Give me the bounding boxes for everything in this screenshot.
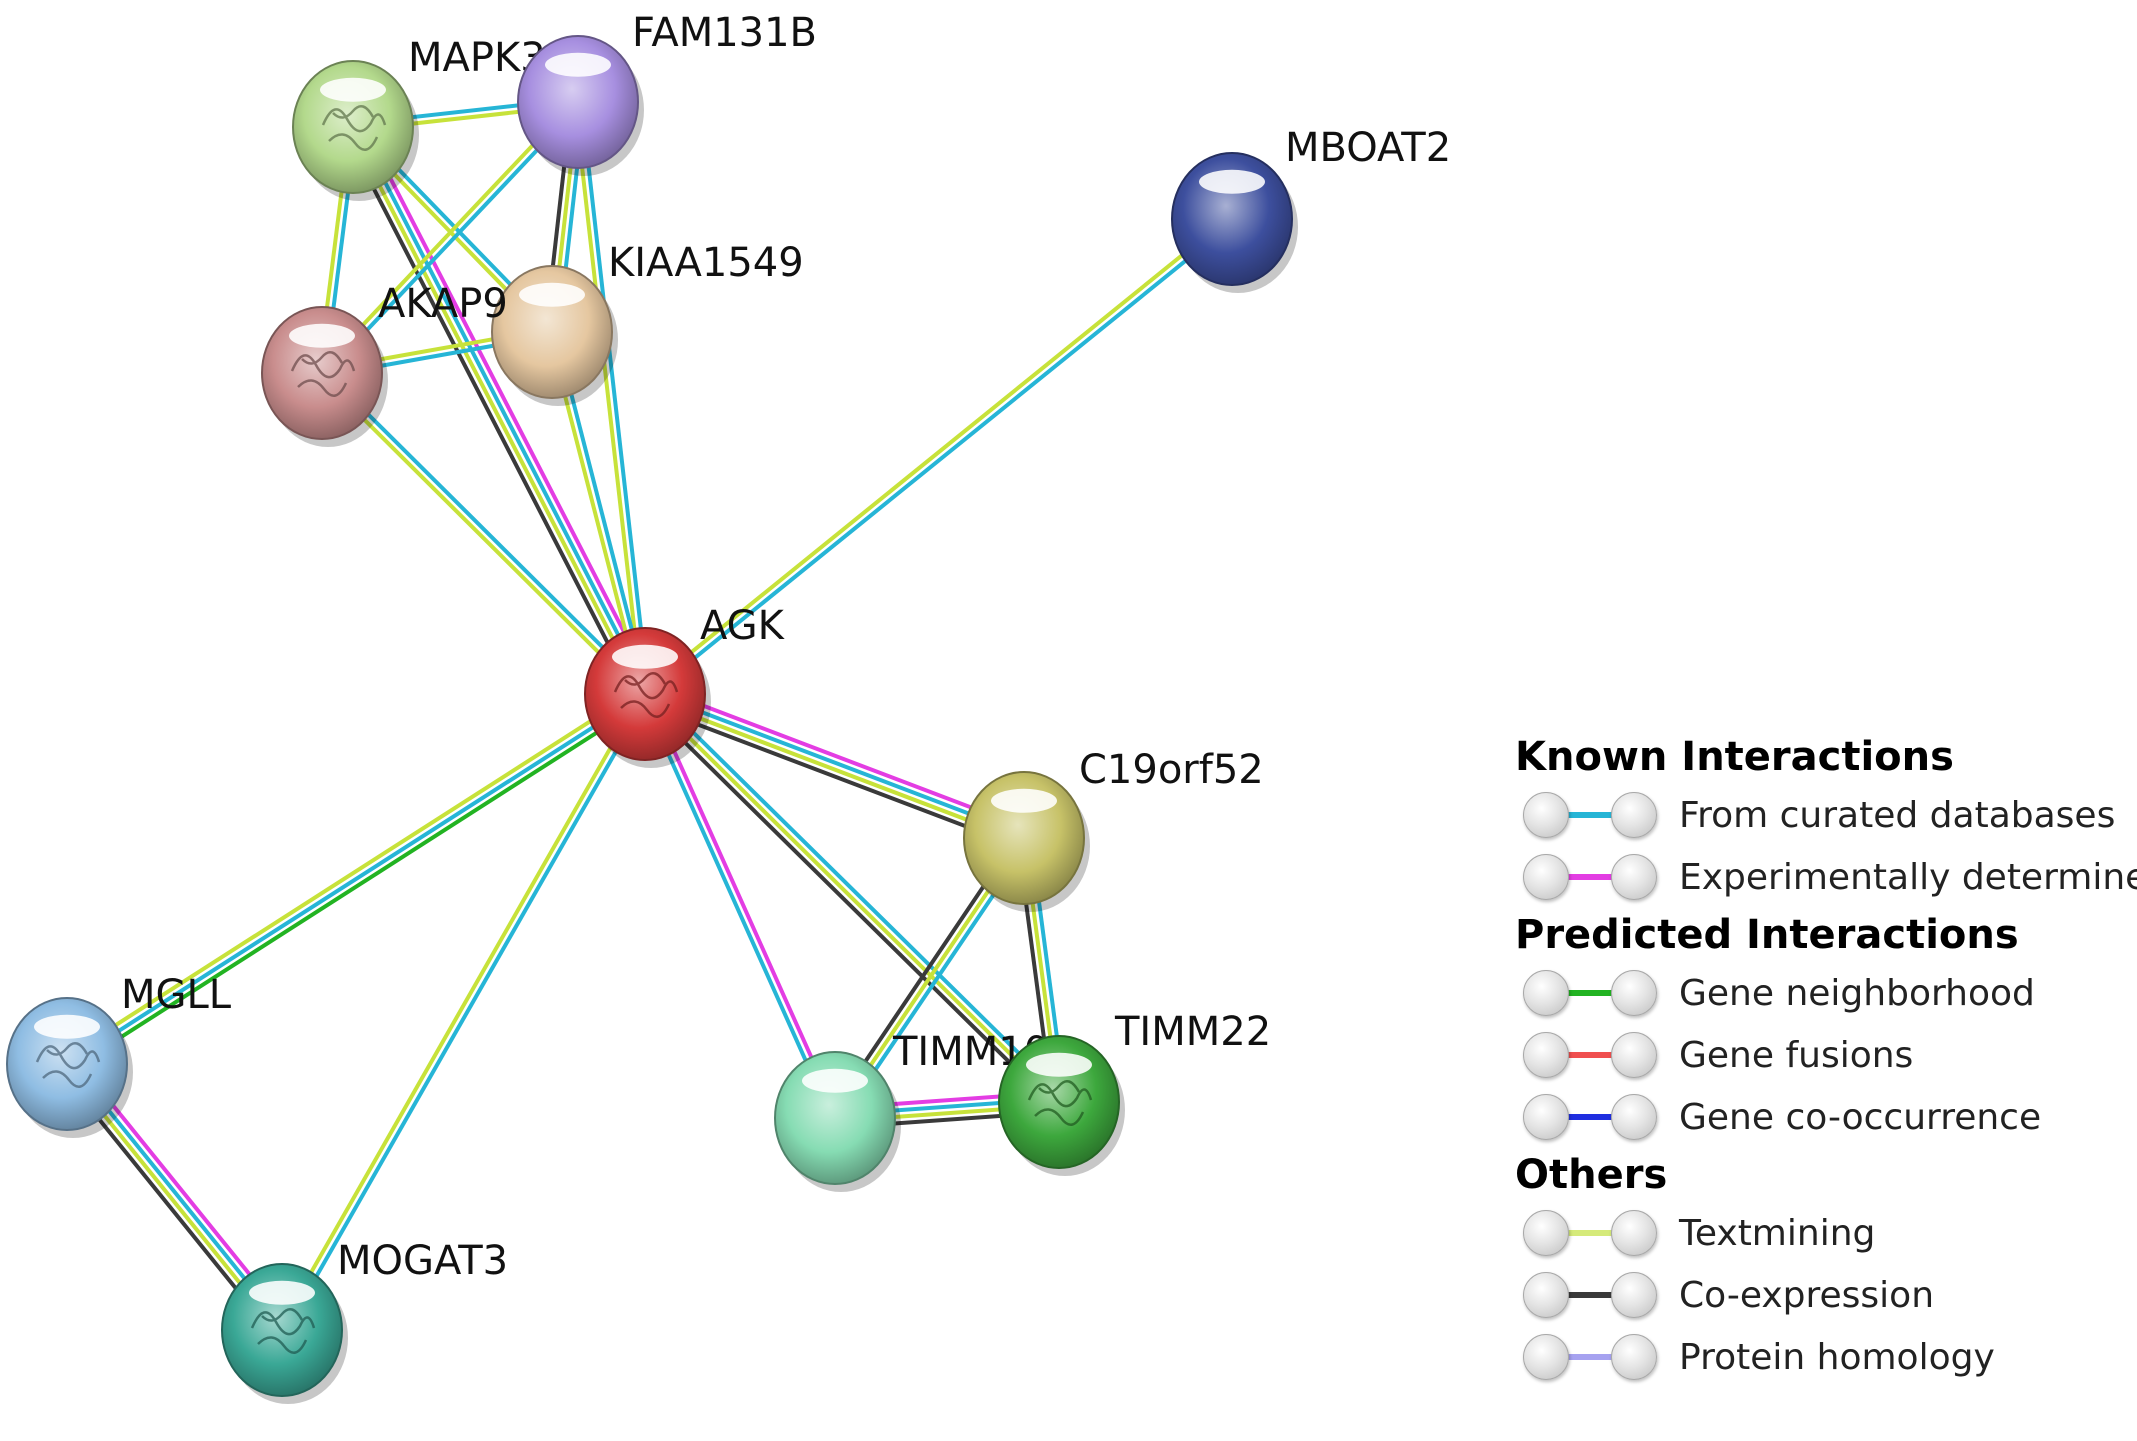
protein-structure-icon bbox=[321, 104, 387, 151]
node-highlight bbox=[545, 52, 611, 77]
protein-structure-icon bbox=[290, 350, 356, 397]
node-akap9[interactable]: AKAP9 bbox=[261, 281, 508, 447]
node-label: AKAP9 bbox=[378, 281, 508, 327]
edge-akap9-agk bbox=[318, 369, 649, 698]
node-label: C19orf52 bbox=[1079, 747, 1264, 793]
node-highlight bbox=[289, 323, 355, 348]
legend-label: Experimentally determined bbox=[1679, 856, 2137, 898]
node-fam131b[interactable]: FAM131B bbox=[517, 10, 817, 176]
node-mapk3[interactable]: MAPK3 bbox=[292, 35, 546, 201]
node-label: FAM131B bbox=[632, 10, 817, 56]
legend-label: Co-expression bbox=[1679, 1274, 1935, 1316]
edge-mboat2-agk bbox=[641, 214, 1236, 699]
node-label: MGLL bbox=[121, 972, 232, 1018]
edge-strand-textmining bbox=[643, 695, 1024, 843]
legend-item-fusions: Gene fusions bbox=[1515, 1024, 2135, 1086]
node-label: MOGAT3 bbox=[337, 1238, 508, 1284]
legend-swatch bbox=[1523, 852, 1657, 902]
edge-strand-textmining bbox=[318, 373, 645, 698]
edge-agk-timm10b bbox=[640, 691, 840, 1121]
edge-fam131b-agk bbox=[572, 101, 651, 695]
edge-strand-textmining bbox=[641, 214, 1232, 694]
node-highlight bbox=[612, 644, 678, 669]
node-highlight bbox=[320, 77, 386, 102]
protein-structure-icon bbox=[1027, 1079, 1093, 1126]
node-label: AGK bbox=[700, 603, 786, 649]
node-label: KIAA1549 bbox=[608, 240, 804, 286]
legend-label: Protein homology bbox=[1679, 1336, 1995, 1378]
edge-strand-textmining bbox=[62, 686, 643, 1061]
protein-structure-icon bbox=[613, 671, 679, 718]
legend-label: Gene fusions bbox=[1679, 1034, 1914, 1076]
node-highlight bbox=[991, 788, 1057, 813]
edge-agk-timm22 bbox=[639, 687, 1065, 1109]
edge-strand-neighborhood bbox=[69, 697, 650, 1072]
node-mgll[interactable]: MGLL bbox=[6, 972, 232, 1138]
edge-strand-curated bbox=[645, 219, 1236, 699]
edge-agk-mogat3 bbox=[277, 691, 650, 1333]
edge-strand-curated bbox=[283, 694, 650, 1333]
edge-strand-curated bbox=[322, 369, 649, 694]
edge-strand-coexpression bbox=[639, 697, 1056, 1109]
edge-strand-curated bbox=[65, 692, 647, 1066]
node-timm22[interactable]: TIMM22 bbox=[998, 1009, 1271, 1176]
edge-strand-curated bbox=[579, 101, 651, 694]
legend-heading-predicted: Predicted Interactions bbox=[1515, 912, 2019, 958]
node-highlight bbox=[802, 1068, 868, 1093]
legend-label: Gene neighborhood bbox=[1679, 972, 2035, 1014]
node-agk[interactable]: AGK bbox=[584, 603, 786, 768]
legend-swatch bbox=[1523, 1092, 1657, 1142]
legend-swatch bbox=[1523, 1332, 1657, 1382]
node-highlight bbox=[1026, 1052, 1092, 1077]
node-label: TIMM22 bbox=[1114, 1009, 1271, 1055]
legend-swatch bbox=[1523, 1208, 1657, 1258]
edge-agk-mgll bbox=[62, 686, 650, 1072]
node-label: MBOAT2 bbox=[1285, 125, 1451, 171]
node-highlight bbox=[519, 282, 585, 307]
edge-mapk3-agk bbox=[342, 121, 656, 700]
protein-structure-icon bbox=[35, 1041, 101, 1088]
edge-strand-curated bbox=[648, 687, 1065, 1099]
node-highlight bbox=[34, 1014, 100, 1039]
edge-strand-textmining bbox=[643, 692, 1061, 1104]
legend-label: Textmining bbox=[1679, 1212, 1876, 1254]
edge-strand-curated bbox=[640, 694, 834, 1121]
edge-strand-textmining bbox=[572, 102, 644, 695]
edge-strand-textmining bbox=[277, 691, 644, 1330]
edge-strand-textmining bbox=[348, 127, 644, 697]
legend-heading-known: Known Interactions bbox=[1515, 734, 1954, 780]
edge-strand-coexpression bbox=[342, 130, 639, 700]
edge-strand-experimental bbox=[646, 691, 840, 1118]
edge-strand-experimental bbox=[359, 121, 656, 691]
legend-item-neighborhood: Gene neighborhood bbox=[1515, 962, 2135, 1024]
legend-label: Gene co-occurrence bbox=[1679, 1096, 2042, 1138]
legend-swatch bbox=[1523, 1270, 1657, 1320]
node-c19orf52[interactable]: C19orf52 bbox=[963, 747, 1264, 912]
node-kiaa1549[interactable]: KIAA1549 bbox=[491, 240, 804, 406]
edge-agk-c19orf52 bbox=[640, 683, 1029, 849]
edge-strand-experimental bbox=[647, 683, 1029, 831]
legend-item-coexpression: Co-expression bbox=[1515, 1264, 2135, 1326]
legend-label: From curated databases bbox=[1679, 794, 2116, 836]
protein-structure-icon bbox=[250, 1307, 316, 1354]
legend-item-experimental: Experimentally determined bbox=[1515, 846, 2137, 908]
edge-strand-curated bbox=[645, 689, 1026, 837]
legend-swatch bbox=[1523, 968, 1657, 1018]
legend-swatch bbox=[1523, 1030, 1657, 1080]
legend-item-curated: From curated databases bbox=[1515, 784, 2135, 846]
node-highlight bbox=[1199, 169, 1265, 194]
node-mogat3[interactable]: MOGAT3 bbox=[221, 1238, 508, 1404]
legend-swatch bbox=[1523, 790, 1657, 840]
legend-item-textmining: Textmining bbox=[1515, 1202, 2135, 1264]
legend: Known Interactions From curated database… bbox=[1515, 730, 2137, 1388]
legend-heading-others: Others bbox=[1515, 1152, 1668, 1198]
legend-item-homology: Protein homology bbox=[1515, 1326, 2135, 1388]
node-highlight bbox=[249, 1280, 315, 1305]
node-mboat2[interactable]: MBOAT2 bbox=[1171, 125, 1451, 293]
legend-item-cooccurrence: Gene co-occurrence bbox=[1515, 1086, 2135, 1148]
edge-strand-curated bbox=[354, 124, 650, 694]
edge-strand-coexpression bbox=[640, 701, 1022, 849]
